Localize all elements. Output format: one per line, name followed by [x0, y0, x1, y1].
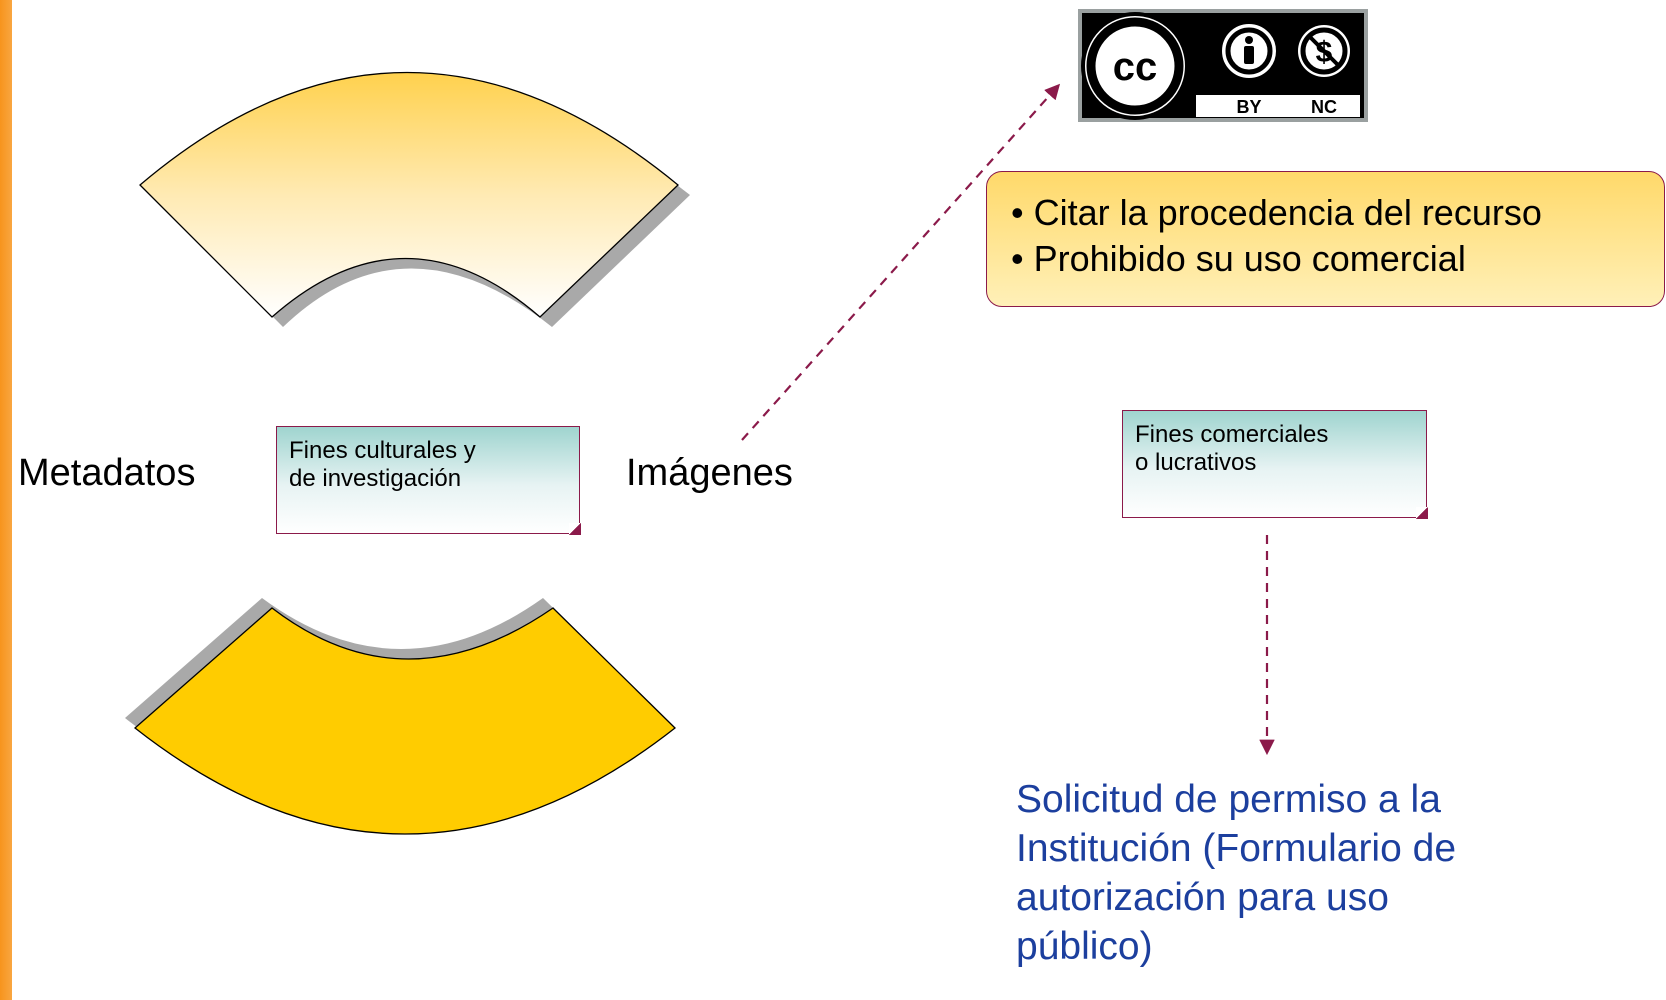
condition-item: • Citar la procedencia del recurso [1011, 192, 1542, 233]
bottom-arc-segment [133, 607, 676, 835]
permission-line: Institución (Formulario de [1016, 827, 1457, 870]
page-fold-icon [1416, 507, 1428, 519]
side-accent-bar [0, 0, 12, 1000]
note-line: de investigación [289, 465, 462, 492]
note-line: Fines culturales y [289, 437, 476, 464]
imagenes-label: Imágenes [626, 452, 793, 494]
note-line: Fines comerciales [1135, 421, 1329, 448]
permission-line: público) [1016, 925, 1153, 968]
permission-line: Solicitud de permiso a la [1016, 778, 1441, 821]
note-line: o lucrativos [1135, 449, 1257, 476]
by-text: BY [1236, 97, 1261, 117]
metadatos-label: Metadatos [18, 452, 196, 494]
note-fines-comerciales: Fines comerciales o lucrativos [1122, 410, 1428, 519]
page-fold-icon [569, 523, 581, 535]
cc-by-nc-icon: cc $ BY NC [1078, 9, 1368, 122]
cc-text: cc [1113, 45, 1158, 89]
permission-request-text: Solicitud de permiso a la Institución (F… [1016, 775, 1616, 971]
permission-line: autorización para uso [1016, 876, 1389, 919]
nc-text: NC [1311, 97, 1337, 117]
note-fines-culturales: Fines culturales y de investigación [276, 426, 581, 535]
license-conditions-box: • Citar la procedencia del recurso • Pro… [986, 171, 1665, 307]
condition-item: • Prohibido su uso comercial [1011, 238, 1466, 279]
top-arc-segment [139, 71, 679, 318]
